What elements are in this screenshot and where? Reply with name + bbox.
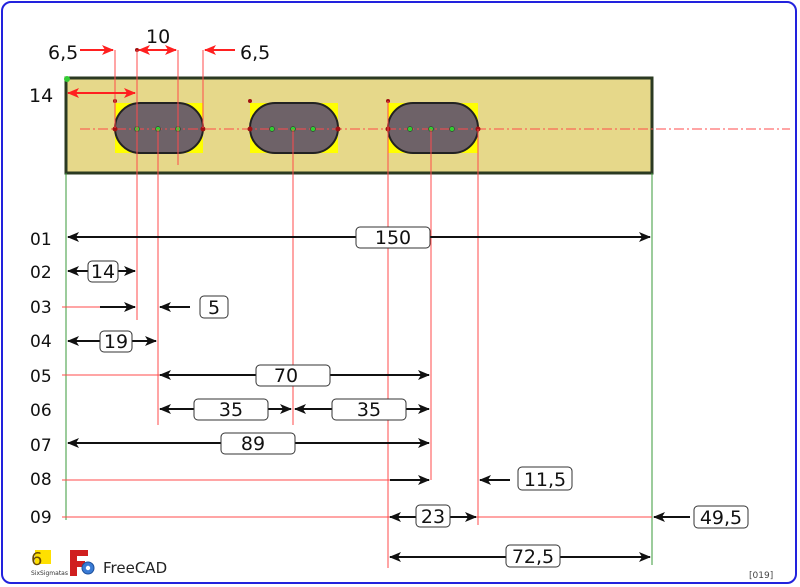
- top-dimension-arrows: [67, 45, 235, 98]
- dim-slot-width: 10: [146, 26, 170, 48]
- slots: [114, 102, 479, 154]
- svg-text:35: 35: [357, 399, 381, 421]
- freecad-logo: FreeCAD: [70, 550, 167, 577]
- dim-value-19: 19: [99, 330, 133, 353]
- svg-text:150: 150: [375, 227, 411, 249]
- dim-value-72-5: 72,5: [505, 544, 561, 568]
- dim-value-14: 14: [87, 260, 119, 283]
- svg-text:70: 70: [274, 365, 298, 387]
- dim-value-23: 23: [415, 504, 451, 528]
- svg-text:49,5: 49,5: [700, 507, 742, 529]
- dim-value-70: 70: [255, 364, 331, 387]
- svg-text:19: 19: [104, 331, 128, 353]
- origin-point: [64, 76, 70, 82]
- dim-value-11-5: 11,5: [517, 466, 573, 491]
- dim-value-35-right: 35: [331, 398, 407, 421]
- dim-value-35-left: 35: [193, 398, 269, 421]
- row-label-03: 03: [30, 298, 52, 318]
- row-label-02: 02: [30, 263, 52, 283]
- dim-value-5: 5: [199, 295, 229, 319]
- dim-value-49-5: 49,5: [693, 505, 749, 529]
- row-label-07: 07: [30, 436, 52, 456]
- svg-text:23: 23: [421, 506, 445, 528]
- svg-text:14: 14: [91, 261, 115, 283]
- row-label-06: 06: [30, 401, 52, 421]
- dim-value-150: 150: [355, 226, 431, 249]
- row-label-08: 08: [30, 470, 52, 490]
- dim-left-gap: 6,5: [48, 42, 78, 64]
- row-label-04: 04: [30, 332, 52, 352]
- dim-right-gap: 6,5: [240, 42, 270, 64]
- page-code: [019]: [749, 571, 773, 581]
- svg-text:89: 89: [241, 433, 265, 455]
- row-labels: 01 02 03 04 05 06 07 08 09: [30, 230, 52, 528]
- row-label-01: 01: [30, 230, 52, 250]
- svg-text:35: 35: [219, 399, 243, 421]
- sixsigmatas-logo: 6 SixSigmatas: [31, 549, 68, 577]
- dimension-arrows: [67, 232, 690, 562]
- svg-text:5: 5: [208, 297, 220, 319]
- row-extension-lines: [62, 306, 652, 518]
- svg-text:FreeCAD: FreeCAD: [103, 559, 167, 577]
- svg-text:72,5: 72,5: [512, 546, 554, 568]
- svg-text:11,5: 11,5: [524, 469, 566, 491]
- dim-offset: 14: [29, 85, 53, 107]
- svg-text:6: 6: [31, 549, 42, 570]
- row-label-05: 05: [30, 367, 52, 387]
- row-label-09: 09: [30, 508, 52, 528]
- svg-text:SixSigmatas: SixSigmatas: [31, 570, 68, 577]
- dim-value-89: 89: [220, 432, 296, 455]
